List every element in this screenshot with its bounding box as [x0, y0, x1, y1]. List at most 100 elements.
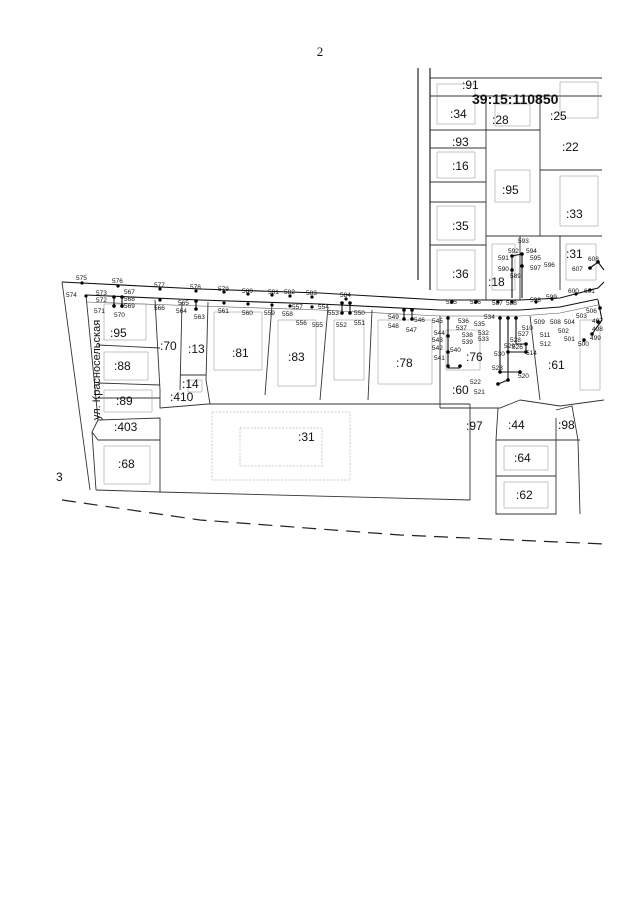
boundary-point: [310, 305, 314, 309]
point-label: 555: [312, 322, 323, 329]
boundary-point: [498, 370, 502, 374]
boundary-point: [158, 298, 162, 302]
boundary-point: [582, 338, 586, 342]
point-label: 533: [478, 336, 489, 343]
point-label: 569: [124, 303, 135, 310]
boundary-point: [510, 254, 514, 258]
point-label: 511: [540, 332, 551, 339]
boundary-point: [410, 317, 414, 321]
parcel-label: :89: [116, 394, 133, 408]
parcel-label: :31: [298, 430, 315, 444]
point-label: 597: [530, 265, 541, 272]
boundary-point: [450, 300, 454, 304]
point-label: 540: [450, 347, 461, 354]
boundary-point: [310, 295, 314, 299]
point-label: 563: [194, 314, 205, 321]
south-block-outlines: [61, 281, 605, 515]
parcel-label: :78: [396, 356, 413, 370]
boundary-point: [112, 295, 116, 299]
point-label: 539: [462, 339, 473, 346]
parcel-label: :403: [114, 420, 138, 434]
point-label: 559: [264, 310, 275, 317]
parcel-label: :93: [452, 135, 469, 149]
parcel-label: :76: [466, 350, 483, 364]
point-label: 579: [218, 286, 229, 293]
point-label: 500: [578, 341, 589, 348]
point-label: 557: [292, 304, 303, 311]
boundary-point: [524, 342, 528, 346]
boundary-point: [112, 304, 116, 308]
point-labels: 575 576 577 578 579 580 581 582 583 584 …: [66, 238, 603, 396]
point-label: 547: [406, 327, 417, 334]
point-label: 553: [328, 310, 339, 317]
point-label: 541: [434, 355, 445, 362]
parcel-label: :95: [502, 183, 519, 197]
point-label: 554: [318, 304, 329, 311]
parcel-label: :81: [232, 346, 249, 360]
parcel-label: :35: [452, 219, 469, 233]
boundary-point: [590, 332, 594, 336]
boundary-point: [116, 284, 120, 288]
point-label: 523: [492, 365, 503, 372]
point-label: 538: [462, 332, 473, 339]
boundary-point: [402, 308, 406, 312]
boundary-point: [194, 299, 198, 303]
point-label: 565: [178, 300, 189, 307]
boundary-point: [288, 294, 292, 298]
page-number: 2: [316, 44, 324, 59]
point-label: 578: [190, 284, 201, 291]
point-label: 532: [478, 330, 489, 337]
parcel-label: :62: [516, 488, 533, 502]
boundary-point: [506, 350, 510, 354]
point-label: 593: [518, 238, 529, 245]
point-label: 508: [550, 319, 561, 326]
parcel-label: :36: [452, 267, 469, 281]
point-label: 575: [76, 275, 87, 282]
boundary-point: [510, 268, 514, 272]
boundary-point: [120, 304, 124, 308]
point-label: 556: [296, 320, 307, 327]
point-label: 576: [112, 278, 123, 285]
boundary-point: [458, 364, 462, 368]
point-label: 521: [474, 389, 485, 396]
point-label: 572: [96, 297, 107, 304]
boundary-point: [496, 382, 500, 386]
boundary-point: [534, 300, 538, 304]
boundary-point: [270, 293, 274, 297]
point-label: 503: [576, 313, 587, 320]
boundary-point: [246, 302, 250, 306]
boundary-point: [446, 316, 450, 320]
parcel-label: :22: [562, 140, 579, 154]
boundary-point: [446, 334, 450, 338]
point-label: 574: [66, 292, 77, 299]
point-label: 583: [306, 290, 317, 297]
boundary-point: [158, 287, 162, 291]
point-label: 548: [388, 323, 399, 330]
parcel-label: :95: [110, 326, 127, 340]
point-label: 580: [242, 288, 253, 295]
point-label: 571: [94, 308, 105, 315]
point-label: 607: [572, 266, 583, 273]
parcel-label: :410: [170, 390, 194, 404]
boundary-point: [270, 303, 274, 307]
dashed-boundary: [61, 499, 605, 545]
parcel-label: :34: [450, 107, 467, 121]
point-label: 522: [470, 379, 481, 386]
quarter-number: 39:15:110850: [472, 91, 559, 107]
boundary-point: [598, 306, 602, 310]
point-label: 514: [526, 350, 537, 357]
boundary-point: [498, 316, 502, 320]
boundary-point: [348, 301, 352, 305]
boundary-point: [574, 292, 578, 296]
boundary-point: [194, 289, 198, 293]
point-label: 512: [540, 341, 551, 348]
parcel-label: :64: [514, 451, 531, 465]
north-block-outlines: [417, 68, 602, 300]
point-label: 561: [218, 308, 229, 315]
parcel-label: :91: [462, 78, 479, 92]
boundary-point: [340, 311, 344, 315]
boundary-point: [194, 307, 198, 311]
parcel-label: :28: [492, 113, 509, 127]
